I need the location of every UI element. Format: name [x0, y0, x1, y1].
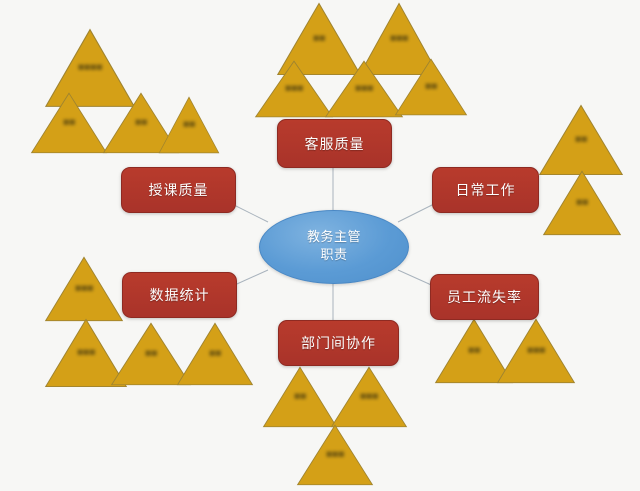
triangle-shape — [30, 92, 108, 154]
edge-center-to-daily-work — [397, 201, 439, 223]
triangle-shape — [330, 366, 408, 428]
triangle-label: ■■■ — [325, 450, 345, 459]
branch-label: 员工流失率 — [447, 290, 522, 306]
triangle-shape — [262, 366, 338, 428]
branch-label: 数据统计 — [149, 288, 210, 304]
triangle-label: ■■■ — [74, 284, 94, 293]
triangle-shape — [358, 2, 440, 75]
triangle-shape — [394, 58, 468, 116]
triangle-label: ■■ — [293, 392, 307, 401]
triangle-shape — [542, 170, 622, 236]
triangle-node: ■■■ — [254, 60, 334, 118]
branch-label: 日常工作 — [455, 183, 516, 199]
triangle-shape — [434, 318, 514, 384]
triangle-shape — [110, 322, 192, 386]
branch-node-employee-turnover-rate[interactable]: 员工流失率 — [430, 274, 539, 320]
triangle-label: ■■■ — [359, 392, 379, 401]
triangle-shape — [254, 60, 334, 118]
branch-label: 客服质量 — [304, 136, 365, 153]
triangle-label: ■■■ — [526, 346, 546, 355]
triangle-node: ■■ — [158, 96, 220, 154]
center-label-line1: 教务主管 — [306, 230, 361, 246]
triangle-node: ■■■ — [324, 60, 404, 118]
triangle-shape — [496, 318, 576, 384]
triangle-shape — [324, 60, 404, 118]
triangle-label: ■■ — [182, 120, 196, 129]
triangle-label: ■■■ — [76, 348, 96, 357]
triangle-label: ■■ — [575, 198, 589, 207]
triangle-shape — [44, 256, 124, 322]
triangle-label: ■■■ — [284, 84, 304, 93]
triangle-shape — [44, 28, 136, 107]
triangle-shape — [176, 322, 254, 386]
triangle-shape — [158, 96, 220, 154]
branch-node-data-statistics[interactable]: 数据统计 — [122, 272, 237, 318]
triangle-node: ■■ — [538, 104, 624, 176]
branch-node-teaching-quality[interactable]: 授课质量 — [121, 167, 236, 213]
triangle-node: ■■■ — [44, 256, 124, 322]
triangle-label: ■■ — [144, 349, 158, 358]
center-node-label: 教务主管 职责 — [307, 229, 361, 264]
triangle-node: ■■■■ — [44, 28, 136, 108]
branch-node-daily-work[interactable]: 日常工作 — [432, 167, 539, 213]
center-label-line2: 职责 — [320, 248, 348, 263]
triangle-shape — [276, 2, 362, 75]
triangle-node: ■■■ — [358, 2, 440, 76]
triangle-label: ■■ — [424, 82, 438, 91]
triangle-node: ■■ — [276, 2, 362, 76]
triangle-shape — [296, 424, 374, 486]
triangle-node: ■■ — [542, 170, 622, 236]
triangle-node: ■■ — [434, 318, 514, 384]
triangle-shape — [102, 92, 180, 154]
triangle-label: ■■ — [134, 118, 148, 127]
branch-node-customer-service-quality[interactable]: 客服质量 — [277, 119, 392, 168]
triangle-node: ■■ — [394, 58, 468, 116]
triangle-node: ■■■ — [330, 366, 408, 428]
branch-label: 授课质量 — [148, 183, 209, 199]
triangle-node: ■■ — [102, 92, 180, 154]
triangle-label: ■■■ — [389, 34, 409, 43]
triangle-label: ■■ — [574, 135, 588, 144]
triangle-label: ■■ — [312, 34, 326, 43]
triangle-node: ■■ — [110, 322, 192, 386]
triangle-label: ■■■ — [354, 84, 374, 93]
triangle-label: ■■ — [208, 349, 222, 358]
triangle-shape — [44, 318, 128, 388]
triangle-node: ■■■ — [44, 318, 128, 388]
triangle-label: ■■ — [467, 346, 481, 355]
triangle-node: ■■ — [262, 366, 338, 428]
branch-label: 部门间协作 — [301, 336, 376, 352]
triangle-label: ■■ — [62, 118, 76, 127]
triangle-node: ■■ — [176, 322, 254, 386]
triangle-node: ■■■ — [296, 424, 374, 486]
triangle-node: ■■■ — [496, 318, 576, 384]
triangle-label: ■■■■ — [77, 63, 103, 72]
triangle-node: ■■ — [30, 92, 108, 154]
center-node[interactable]: 教务主管 职责 — [259, 210, 409, 284]
branch-node-inter-department-collaboration[interactable]: 部门间协作 — [278, 320, 399, 366]
